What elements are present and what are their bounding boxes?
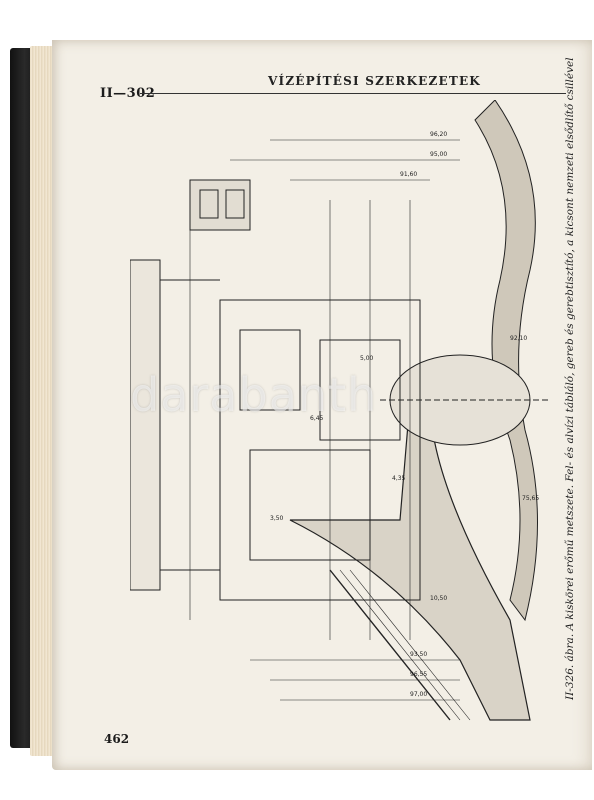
dim-label: 97,00: [410, 691, 427, 698]
dim-label: 96,55: [410, 671, 427, 678]
technical-drawing: 95,00 96,20 91,60 93,50 96,55 97,00 6,45…: [130, 100, 550, 721]
dim-label: 95,00: [430, 151, 447, 158]
dim-label: 6,45: [310, 415, 324, 422]
dam-right-wall: [474, 100, 538, 622]
dim-label: 91,60: [400, 171, 417, 178]
dim-label: 93,50: [410, 651, 427, 658]
top-beam: [189, 179, 251, 231]
dim-label: 5,00: [360, 355, 374, 362]
dim-label: 96,20: [430, 131, 447, 138]
dim-label: 4,35: [392, 475, 406, 482]
dim-label: 92,10: [510, 335, 527, 342]
section-number: II—302: [100, 86, 156, 101]
dim-label: 75,65: [522, 495, 539, 502]
powerhouse-frame: [219, 299, 421, 601]
page-number: 462: [104, 732, 130, 746]
intake-slope: [329, 569, 451, 721]
dim-label: 3,50: [270, 515, 284, 522]
dimension-labels: 95,00 96,20 91,60 93,50 96,55 97,00 6,45…: [270, 131, 539, 698]
dim-label: 10,50: [430, 595, 447, 602]
page-edges: [30, 46, 56, 756]
page-header-title: VÍZÉPÍTÉSI SZERKEZETEK: [268, 74, 481, 88]
gantry-crane: [130, 259, 161, 591]
watermark: darabanth: [130, 368, 378, 422]
header-rule: [140, 93, 566, 94]
figure-caption: II-326. ábra. A kiskörei erőmű metszete.…: [564, 57, 576, 700]
